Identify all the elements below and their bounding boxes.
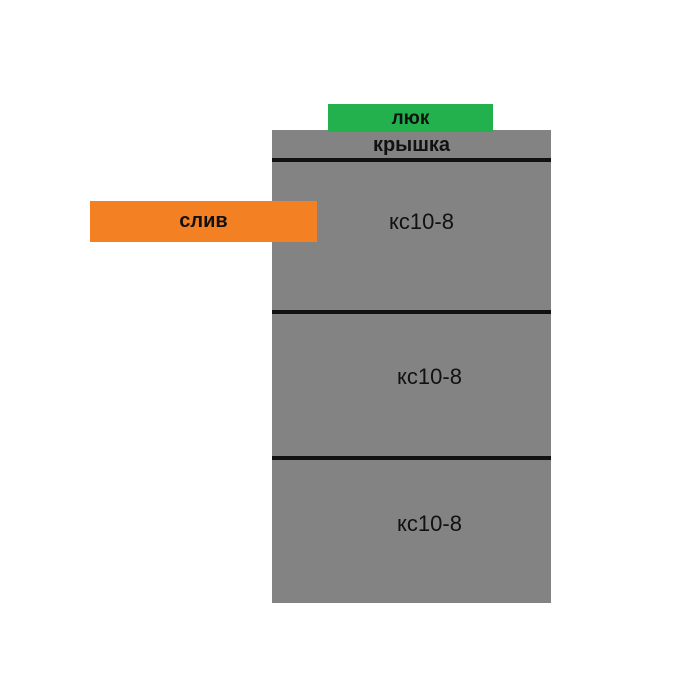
- ring-divider-1: [272, 310, 551, 314]
- ring-divider-2: [272, 456, 551, 460]
- lid-divider: [272, 158, 551, 162]
- ring-1-label: кс10-8: [389, 209, 454, 234]
- lid-label: крышка: [372, 134, 451, 156]
- ring-2: кс10-8: [272, 314, 551, 456]
- ring-1: кс10-8: [272, 162, 551, 310]
- lid: крышка: [272, 130, 551, 158]
- well-body: [272, 130, 551, 603]
- hatch-label: люк: [391, 107, 430, 129]
- ring-2-label: кс10-8: [397, 364, 462, 389]
- hatch: люк: [328, 104, 493, 132]
- ring-3: кс10-8: [272, 460, 551, 603]
- drain-label: слив: [179, 210, 228, 232]
- drain-pipe: слив: [90, 201, 317, 242]
- ring-3-label: кс10-8: [397, 510, 462, 536]
